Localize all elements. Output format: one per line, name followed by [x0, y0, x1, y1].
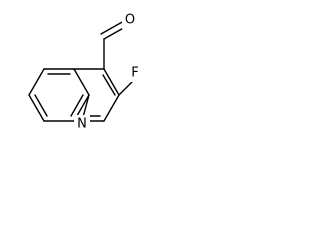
nitrogen-atom-label: N: [77, 117, 87, 132]
bond-c8-c8a-inner: [70, 94, 84, 117]
bond-c4-c3: [103, 68, 120, 96]
nitrogen-label-background: [74, 115, 90, 133]
bond-c5-c6: [28, 68, 45, 96]
fluorine-atom-label: F: [131, 66, 138, 81]
molecule-structure-diagram: O F N: [28, 10, 143, 133]
oxygen-atom-label: O: [125, 13, 135, 28]
fluorine-label-background: [128, 64, 143, 82]
bond-c3-c2: [103, 94, 120, 122]
bond-c8a-c4a: [73, 68, 90, 96]
bond-c4-c3-inner: [102, 74, 116, 96]
atom-labels: O F N: [74, 10, 143, 133]
bond-c6-c7: [28, 94, 45, 122]
bond-c6-c7-inner: [34, 94, 48, 117]
bond-layer: [28, 20, 136, 122]
oxygen-label-background: [122, 10, 139, 29]
bond-cho-o-inner: [100, 20, 125, 35]
